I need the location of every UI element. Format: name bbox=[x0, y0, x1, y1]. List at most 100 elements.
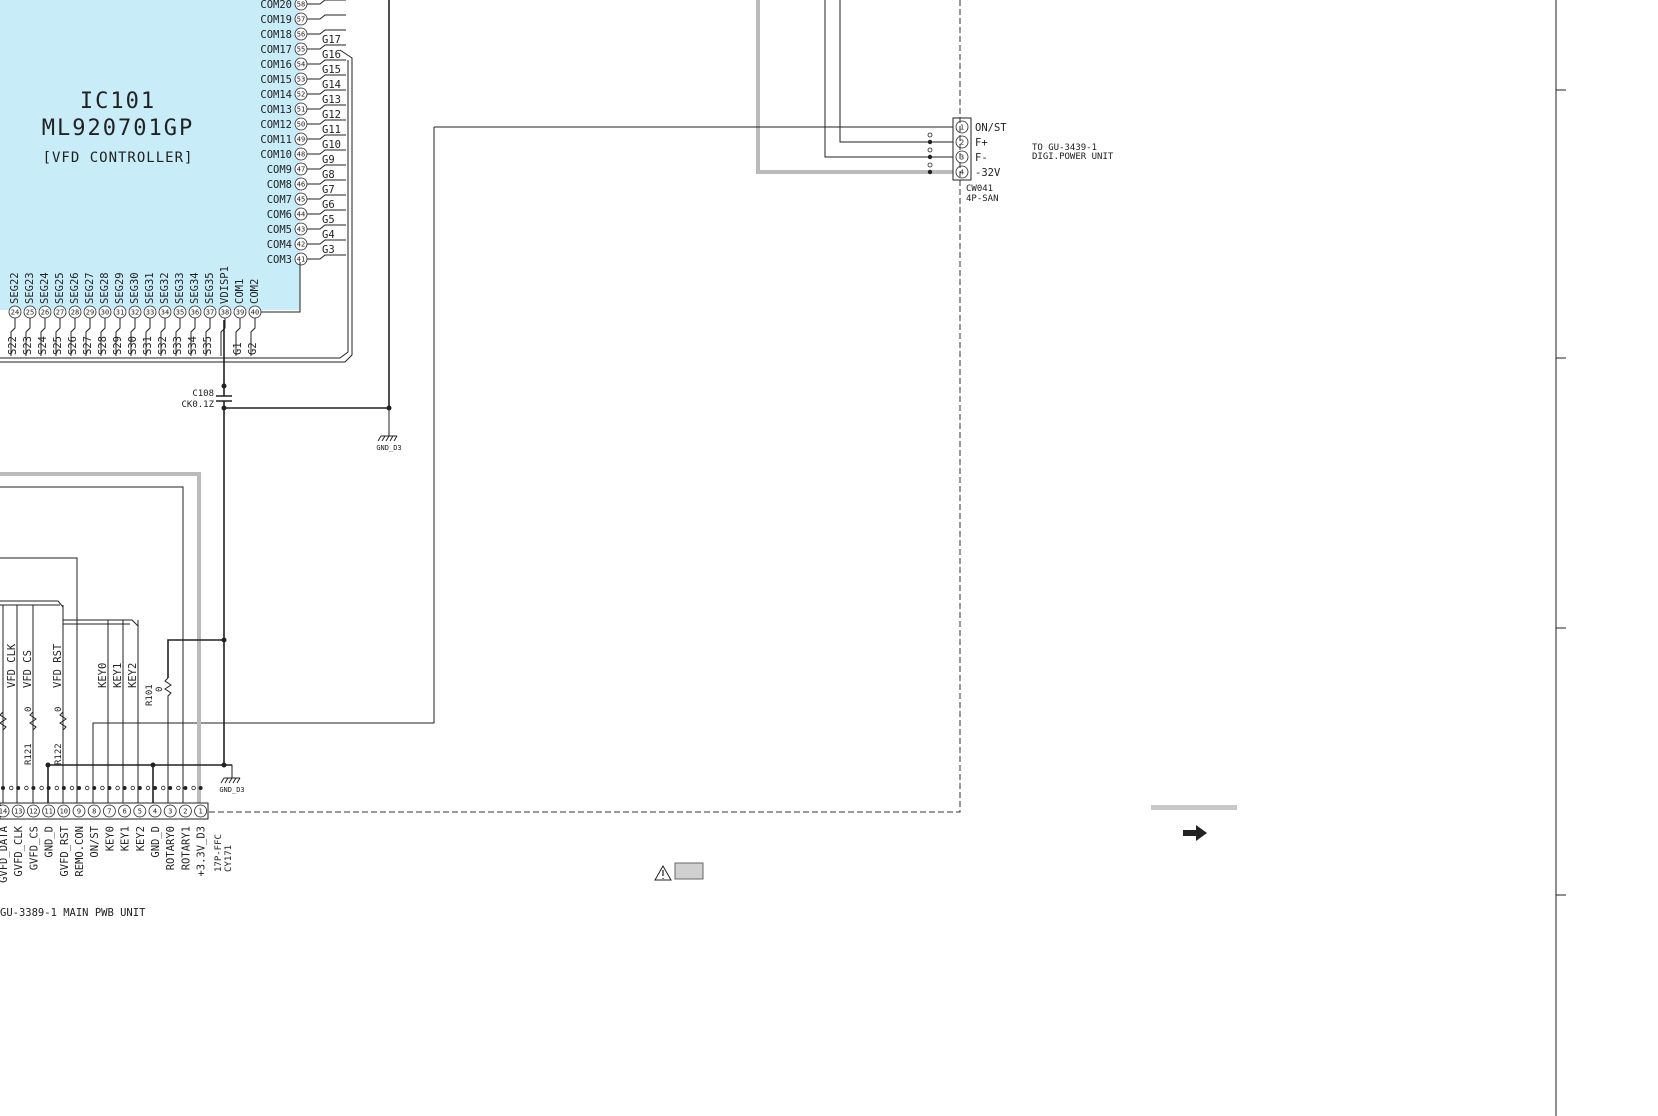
ic101-seg-net: S30 bbox=[127, 336, 139, 355]
ic101-pin-number: 51 bbox=[297, 106, 305, 114]
c108-value: CK0.1Z bbox=[181, 400, 214, 410]
ic101-grid-wire bbox=[307, 149, 346, 155]
cw041-pin-circle bbox=[955, 165, 969, 179]
ic101-seg-label: SEG29 bbox=[114, 272, 126, 304]
ic101-seg-net: S26 bbox=[67, 336, 79, 355]
ic101-seg-net: S27 bbox=[82, 336, 94, 355]
board-label: GU-3389-1 MAIN PWB UNIT bbox=[0, 907, 146, 919]
ic101-grid-wire bbox=[307, 14, 346, 20]
ic101-pin-number: 43 bbox=[297, 226, 305, 234]
ic101-seg-label: SEG24 bbox=[39, 272, 51, 304]
cy171-pin-circle bbox=[27, 804, 40, 818]
ic101-grid-label: G15 bbox=[322, 64, 341, 76]
ic101-seg-wire bbox=[70, 318, 76, 356]
ic101-grid-label: G13 bbox=[322, 94, 341, 106]
ic101-com-label: COM20 bbox=[260, 0, 292, 11]
ic101-pin-number: 39 bbox=[236, 309, 244, 317]
ic101-seg-wire bbox=[220, 318, 226, 356]
ic101-seg-wire bbox=[25, 318, 31, 356]
cy171-pin-circle bbox=[133, 804, 147, 818]
bus-lower-outer bbox=[0, 472, 201, 805]
cw041-signal-label: F- bbox=[975, 152, 988, 164]
r121-value: 0 bbox=[24, 707, 34, 712]
cy171-pin-number: 11 bbox=[44, 808, 52, 816]
ic101-seg-wire bbox=[235, 318, 241, 356]
ic101-pin-number: 41 bbox=[297, 256, 305, 264]
cy171-pin-number: 5 bbox=[138, 808, 142, 816]
ic101-grid-label: G12 bbox=[322, 109, 341, 121]
ic101-seg-wire bbox=[175, 318, 181, 356]
ic101-seg-label: SEG26 bbox=[69, 272, 81, 304]
ic101-pin-number: 45 bbox=[297, 196, 305, 204]
safety-legend bbox=[654, 862, 704, 881]
cy171-pin-circle bbox=[118, 804, 131, 818]
cy171-pin-number: 2 bbox=[183, 808, 187, 816]
ic101-pin-number: 34 bbox=[161, 309, 169, 317]
c108-ref: C108 bbox=[192, 389, 214, 399]
ic101-seg-label: SEG25 bbox=[54, 272, 66, 304]
wire-f-plus bbox=[839, 0, 955, 143]
ic101-pin-number: 26 bbox=[41, 309, 49, 317]
ic101-grid-wire bbox=[307, 179, 346, 185]
ic101-com-label: COM7 bbox=[267, 194, 292, 206]
cy171-signal-label: KEY1 bbox=[120, 826, 132, 851]
cw041-ref: CW041 bbox=[966, 184, 993, 194]
resistor-r-left bbox=[0, 711, 7, 731]
ic101-grid-label: G8 bbox=[322, 169, 335, 181]
ic101-pin-number: 55 bbox=[297, 46, 305, 54]
ic101-seg-net: S33 bbox=[172, 336, 184, 355]
cy171-signal-label: ROTARY0 bbox=[165, 826, 177, 870]
cy171-pin-circle bbox=[11, 804, 25, 818]
cw041-junctions bbox=[927, 132, 933, 175]
arrow-right-icon bbox=[1183, 825, 1207, 841]
ic101-pin-number: 40 bbox=[251, 309, 259, 317]
ic101-pin-number: 35 bbox=[176, 309, 184, 317]
cy171-type: 17P-FFC bbox=[214, 834, 224, 872]
cy171-open-terminal bbox=[115, 785, 120, 791]
capacitor-c108: C108 CK0.1Z bbox=[181, 320, 232, 765]
ic101-seg-net: S35 bbox=[202, 336, 214, 355]
resistor-r122: R122 0 bbox=[54, 707, 67, 765]
ic101-seg-label: SEG35 bbox=[204, 272, 216, 304]
ic101-grid-label: G6 bbox=[322, 199, 335, 211]
ic101-grid-wire bbox=[307, 29, 346, 35]
ic101-pin-number: 27 bbox=[56, 309, 64, 317]
ic101-com-label: COM17 bbox=[260, 44, 292, 56]
ic101-com-label: COM3 bbox=[267, 254, 292, 266]
cy171-junction bbox=[107, 786, 112, 790]
cy171-pin-circle bbox=[178, 804, 192, 818]
ic101-pin-number: 48 bbox=[297, 151, 305, 159]
ic101-seg-wire bbox=[40, 318, 46, 356]
cy171-junction bbox=[137, 786, 142, 790]
ic101-grid-label: G11 bbox=[322, 124, 341, 136]
ic101-seg-label: SEG34 bbox=[189, 272, 201, 304]
cy171-pin-number: 12 bbox=[29, 808, 37, 816]
wire-rotary1 bbox=[0, 486, 184, 805]
board-net-label: VFD_CS bbox=[22, 650, 34, 688]
ic101-seg-net: S34 bbox=[187, 336, 199, 355]
cy171-signal-label: ROTARY1 bbox=[180, 826, 192, 870]
cy171-junction bbox=[92, 786, 97, 790]
legend-swatch bbox=[674, 862, 704, 880]
ic101-pin-number: 25 bbox=[26, 309, 34, 317]
cw041-pin-circle bbox=[955, 120, 969, 134]
cw041-pin-number: 3 bbox=[960, 154, 964, 162]
ic101-seg-net: S24 bbox=[37, 336, 49, 355]
board-net-label: KEY1 bbox=[112, 663, 124, 688]
cy171-signal-label: KEY0 bbox=[104, 826, 116, 851]
ic101-pin-number: 49 bbox=[297, 136, 305, 144]
ic101-com-label: COM6 bbox=[267, 209, 292, 221]
ic101-body bbox=[0, 0, 300, 310]
ic101-pin-number: 24 bbox=[11, 309, 19, 317]
ic101-grid-label: G16 bbox=[322, 49, 341, 61]
cw041-body bbox=[952, 117, 972, 181]
cw041-destination-line2: DIGI.POWER UNIT bbox=[1032, 152, 1114, 162]
ic101-grid-wire bbox=[307, 44, 346, 50]
ic101-com-label: COM11 bbox=[260, 134, 292, 146]
cy171-open-terminal bbox=[8, 785, 14, 791]
cy171-signal-label: KEY2 bbox=[135, 826, 147, 851]
ic101-com-label: COM8 bbox=[267, 179, 292, 191]
ic101-seg-wire bbox=[100, 318, 106, 356]
ic101-grid-wire bbox=[307, 209, 346, 215]
